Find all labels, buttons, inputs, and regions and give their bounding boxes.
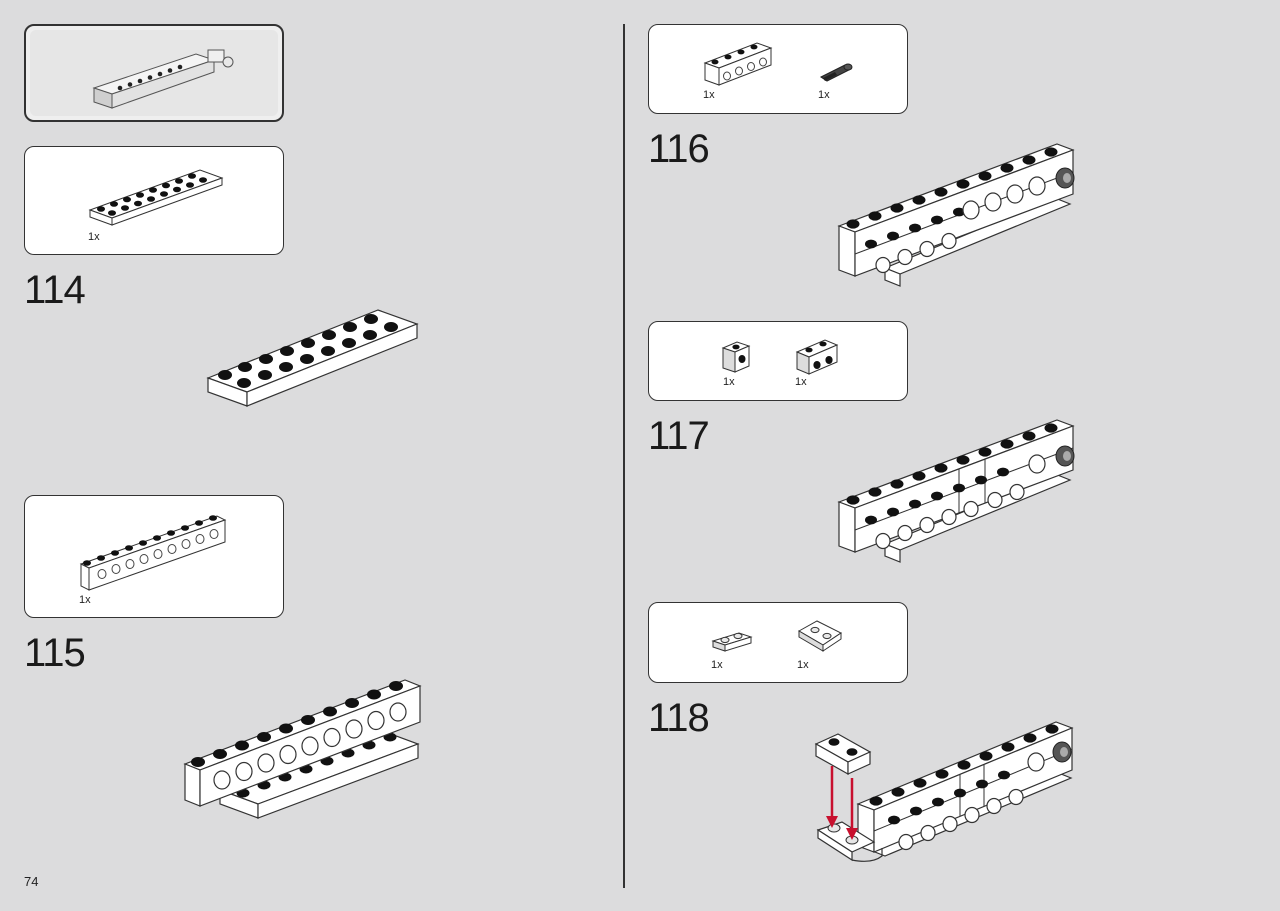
step-116-build-image: [837, 143, 1075, 287]
plate-1x2-icon: [711, 632, 753, 652]
page-number: 74: [24, 874, 39, 889]
part-qty: 1x: [723, 376, 735, 388]
submodel-callout: [24, 24, 284, 122]
axle-pin-icon: [820, 63, 853, 82]
technic-brick-1x10-icon: [79, 515, 227, 591]
parts-callout-116: 1x 1x: [648, 24, 908, 114]
part-qty: 1x: [79, 594, 91, 606]
placement-arrow-icon: [826, 766, 858, 840]
part-qty: 1x: [818, 89, 830, 101]
parts-callout-114: 1x: [24, 146, 284, 255]
step-115-build-image: [183, 679, 422, 819]
page-divider: [623, 24, 625, 888]
part-qty: 1x: [88, 231, 100, 243]
step-number-116: 116: [648, 127, 710, 171]
part-qty: 1x: [711, 659, 723, 671]
step-117-build-image: [837, 419, 1075, 563]
step-114-build-image: [206, 309, 419, 407]
parts-callout-115: 1x: [24, 495, 284, 618]
parts-callout-117: 1x 1x: [648, 321, 908, 401]
parts-callout-118: 1x 1x: [648, 602, 908, 683]
step-number-115: 115: [24, 631, 86, 675]
part-qty: 1x: [797, 659, 809, 671]
brick-1x4-holes-icon: [703, 42, 773, 86]
part-qty: 1x: [703, 89, 715, 101]
wedge-plate-2x2-icon: [797, 620, 842, 652]
brick-1x1-hole-icon: [721, 341, 751, 373]
step-number-114: 114: [24, 268, 86, 312]
step-118-build-image: [814, 721, 1074, 862]
step-number-118: 118: [648, 696, 710, 740]
plate-2x8-icon: [88, 169, 224, 226]
part-qty: 1x: [795, 376, 807, 388]
brick-1x2-holes-icon: [795, 339, 839, 375]
step-number-117: 117: [648, 414, 710, 458]
submodel-icon: [92, 49, 234, 109]
